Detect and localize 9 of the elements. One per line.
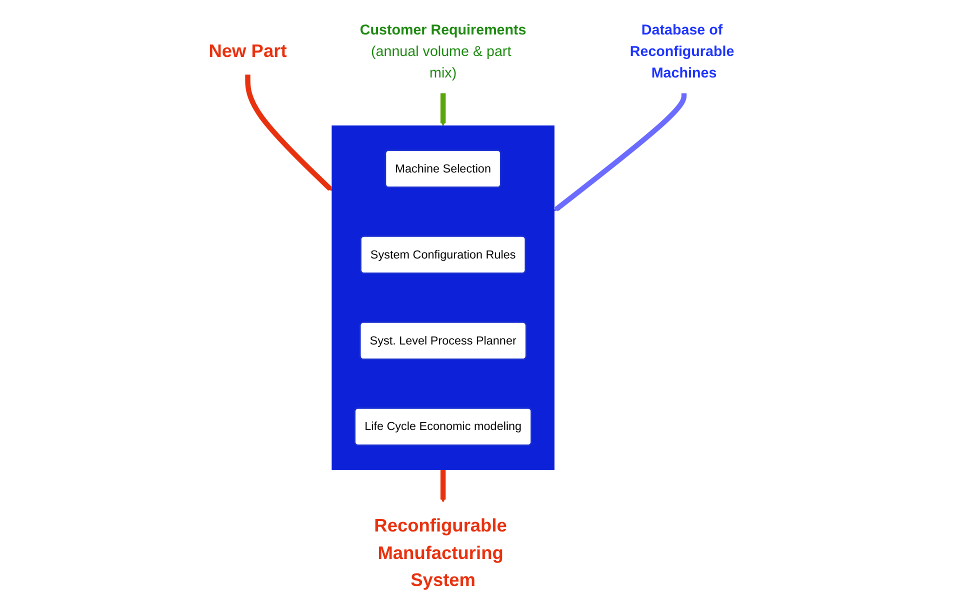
arrow bbox=[554, 93, 687, 212]
node-text: Customer Requirements (annual volume & part mix) bbox=[360, 22, 527, 81]
node-text: Database of Reconfigurable Machines bbox=[630, 22, 734, 81]
arrow bbox=[245, 74, 333, 191]
node-text: New Part bbox=[209, 40, 288, 61]
arrow bbox=[440, 93, 446, 126]
arrow bbox=[440, 470, 446, 502]
node-text: Reconfigurable Manufacturing System bbox=[374, 515, 508, 590]
cluster bbox=[332, 125, 555, 470]
